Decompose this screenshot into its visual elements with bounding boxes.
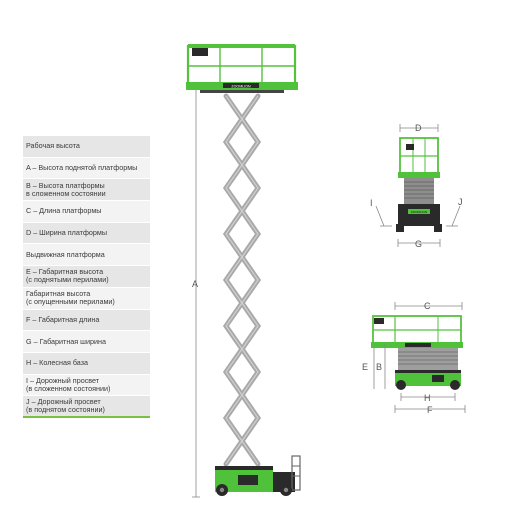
dimension-label-a: A (192, 279, 198, 289)
spec-row: H – Колесная база (23, 352, 150, 375)
scissor-stack (222, 93, 262, 467)
spec-label: E – Габаритная высота (с поднятыми перил… (26, 267, 109, 285)
spec-label: J – Дорожный просвет (в поднятом состоян… (26, 397, 105, 415)
spec-label: Рабочая высота (26, 141, 80, 151)
dimension-label-e: E (362, 362, 368, 372)
ladder (291, 455, 301, 491)
spec-row: Выдвижная платформа (23, 244, 150, 267)
folded-scissors (398, 348, 458, 370)
side-view-stowed: C E B H F (362, 301, 466, 415)
control-box (192, 48, 208, 56)
dimension-label-d: D (415, 123, 422, 133)
brand-plate-text: ZOOMLION (411, 210, 427, 214)
spec-row: Рабочая высота (23, 136, 150, 158)
spec-label: Выдвижная платформа (26, 249, 105, 259)
spec-label: D – Ширина платформы (26, 228, 107, 238)
dimension-label-b: B (376, 362, 382, 372)
spec-label: I – Дорожный просвет (в сложенном состоя… (26, 375, 111, 393)
dimension-label-f: F (427, 405, 433, 415)
spec-row: J – Дорожный просвет (в поднятом состоян… (23, 396, 150, 418)
spec-row: A – Высота поднятой платформы (23, 157, 150, 180)
spec-label: G – Габаритная ширина (26, 336, 106, 346)
spec-row: C – Длина платформы (23, 201, 150, 223)
dimension-label-h: H (424, 393, 431, 403)
spec-row: D – Ширина платформы (23, 222, 150, 245)
spec-label: A – Высота поднятой платформы (26, 163, 138, 173)
spec-row: I – Дорожный просвет (в сложенном состоя… (23, 374, 150, 397)
dimension-label-c: C (424, 301, 431, 311)
dimension-label-g: G (415, 239, 422, 249)
side-chassis (395, 370, 461, 386)
spec-row: E – Габаритная высота (с поднятыми перил… (23, 266, 150, 288)
wheel (450, 380, 460, 390)
wheel (396, 380, 406, 390)
spec-table: Рабочая высота A – Высота поднятой платф… (23, 136, 150, 418)
spec-label: F – Габаритная длина (26, 314, 100, 324)
spec-row: G – Габаритная ширина (23, 331, 150, 353)
spec-label: H – Колесная база (26, 358, 89, 368)
elevated-lift: A ZOOMLION (186, 44, 301, 498)
spec-row: B – Высота платформы в сложенном состоян… (23, 179, 150, 202)
spec-label: B – Высота платформы в сложенном состоян… (26, 180, 106, 198)
front-chassis (398, 204, 440, 226)
spec-row: F – Габаритная длина (23, 309, 150, 332)
front-view: D ZOOMLION I J G (370, 123, 463, 249)
spec-row: Габаритная высота (с опущенными перилами… (23, 287, 150, 310)
dimension-label-i: I (370, 198, 373, 208)
brand-plate-text: ZOOMLION (231, 84, 251, 88)
dimension-label-j: J (458, 197, 463, 207)
spec-label: Габаритная высота (с опущенными перилами… (26, 289, 115, 307)
spec-label: C – Длина платформы (26, 206, 102, 216)
brand-plate (223, 83, 259, 88)
